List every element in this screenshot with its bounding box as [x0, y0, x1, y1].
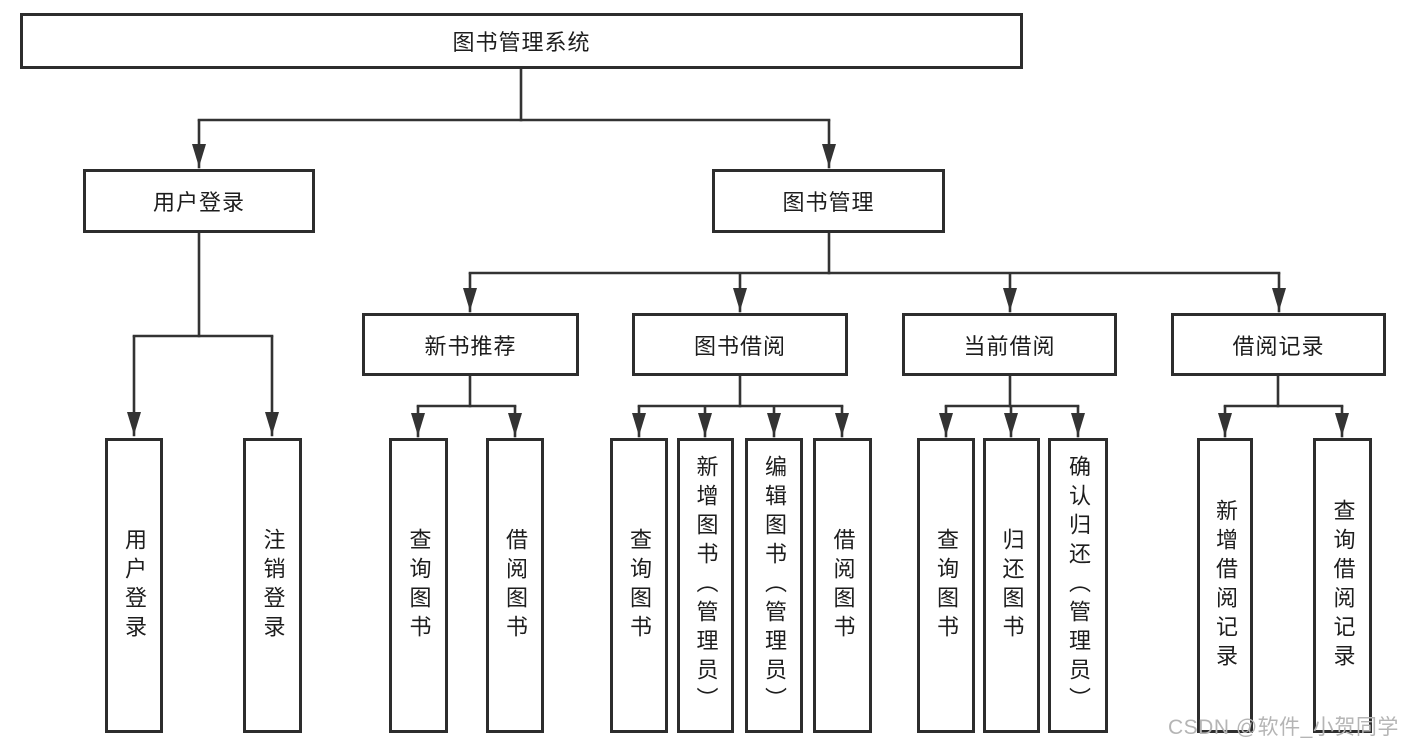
- leaf-label: 注销登录: [260, 527, 286, 644]
- leaf-label: 确认归还（管理员）: [1066, 455, 1091, 716]
- leaf-label: 借阅图书: [503, 527, 528, 644]
- node-borrow-records: 借阅记录: [1171, 313, 1386, 376]
- leaf-label: 查询借阅记录: [1330, 498, 1356, 673]
- leaf-logout: 注销登录: [243, 438, 302, 733]
- leaf-edit-books-admin: 编辑图书（管理员）: [745, 438, 803, 733]
- node-new-book-recommend: 新书推荐: [362, 313, 579, 376]
- leaf-add-books-admin: 新增图书（管理员）: [677, 438, 734, 733]
- node-label: 图书管理系统: [452, 30, 591, 55]
- leaf-confirm-return-admin: 确认归还（管理员）: [1048, 438, 1108, 733]
- leaf-query-books-current: 查询图书: [917, 438, 975, 733]
- leaf-label: 查询图书: [406, 527, 432, 644]
- leaf-label: 新增图书（管理员）: [693, 455, 719, 716]
- node-label: 新书推荐: [424, 333, 517, 359]
- leaf-label: 查询图书: [627, 527, 652, 644]
- leaf-label: 新增借阅记录: [1213, 498, 1238, 673]
- leaf-label: 借阅图书: [830, 527, 856, 644]
- node-user-login: 用户登录: [83, 169, 315, 233]
- node-book-borrow: 图书借阅: [632, 313, 848, 376]
- leaf-user-login: 用户登录: [105, 438, 163, 733]
- leaf-borrow-books-recommend: 借阅图书: [486, 438, 544, 733]
- leaf-return-books: 归还图书: [983, 438, 1040, 733]
- leaf-borrow-books: 借阅图书: [813, 438, 872, 733]
- node-label: 当前借阅: [963, 333, 1056, 359]
- leaf-label: 用户登录: [122, 527, 147, 644]
- node-label: 图书管理: [782, 190, 875, 215]
- node-label: 图书借阅: [693, 333, 786, 359]
- leaf-add-borrow-record: 新增借阅记录: [1197, 438, 1253, 733]
- node-label: 用户登录: [152, 190, 245, 215]
- leaf-label: 查询图书: [934, 527, 959, 644]
- node-current-borrow: 当前借阅: [902, 313, 1117, 376]
- node-library-management-system: 图书管理系统: [20, 13, 1023, 69]
- leaf-label: 编辑图书（管理员）: [762, 455, 787, 716]
- leaf-label: 归还图书: [999, 527, 1025, 644]
- leaf-query-books-borrow: 查询图书: [610, 438, 668, 733]
- node-book-management: 图书管理: [712, 169, 945, 233]
- leaf-query-books-recommend: 查询图书: [389, 438, 448, 733]
- watermark: CSDN @软件_小贺同学: [1168, 716, 1399, 739]
- node-label: 借阅记录: [1232, 333, 1325, 359]
- leaf-query-borrow-record: 查询借阅记录: [1313, 438, 1372, 733]
